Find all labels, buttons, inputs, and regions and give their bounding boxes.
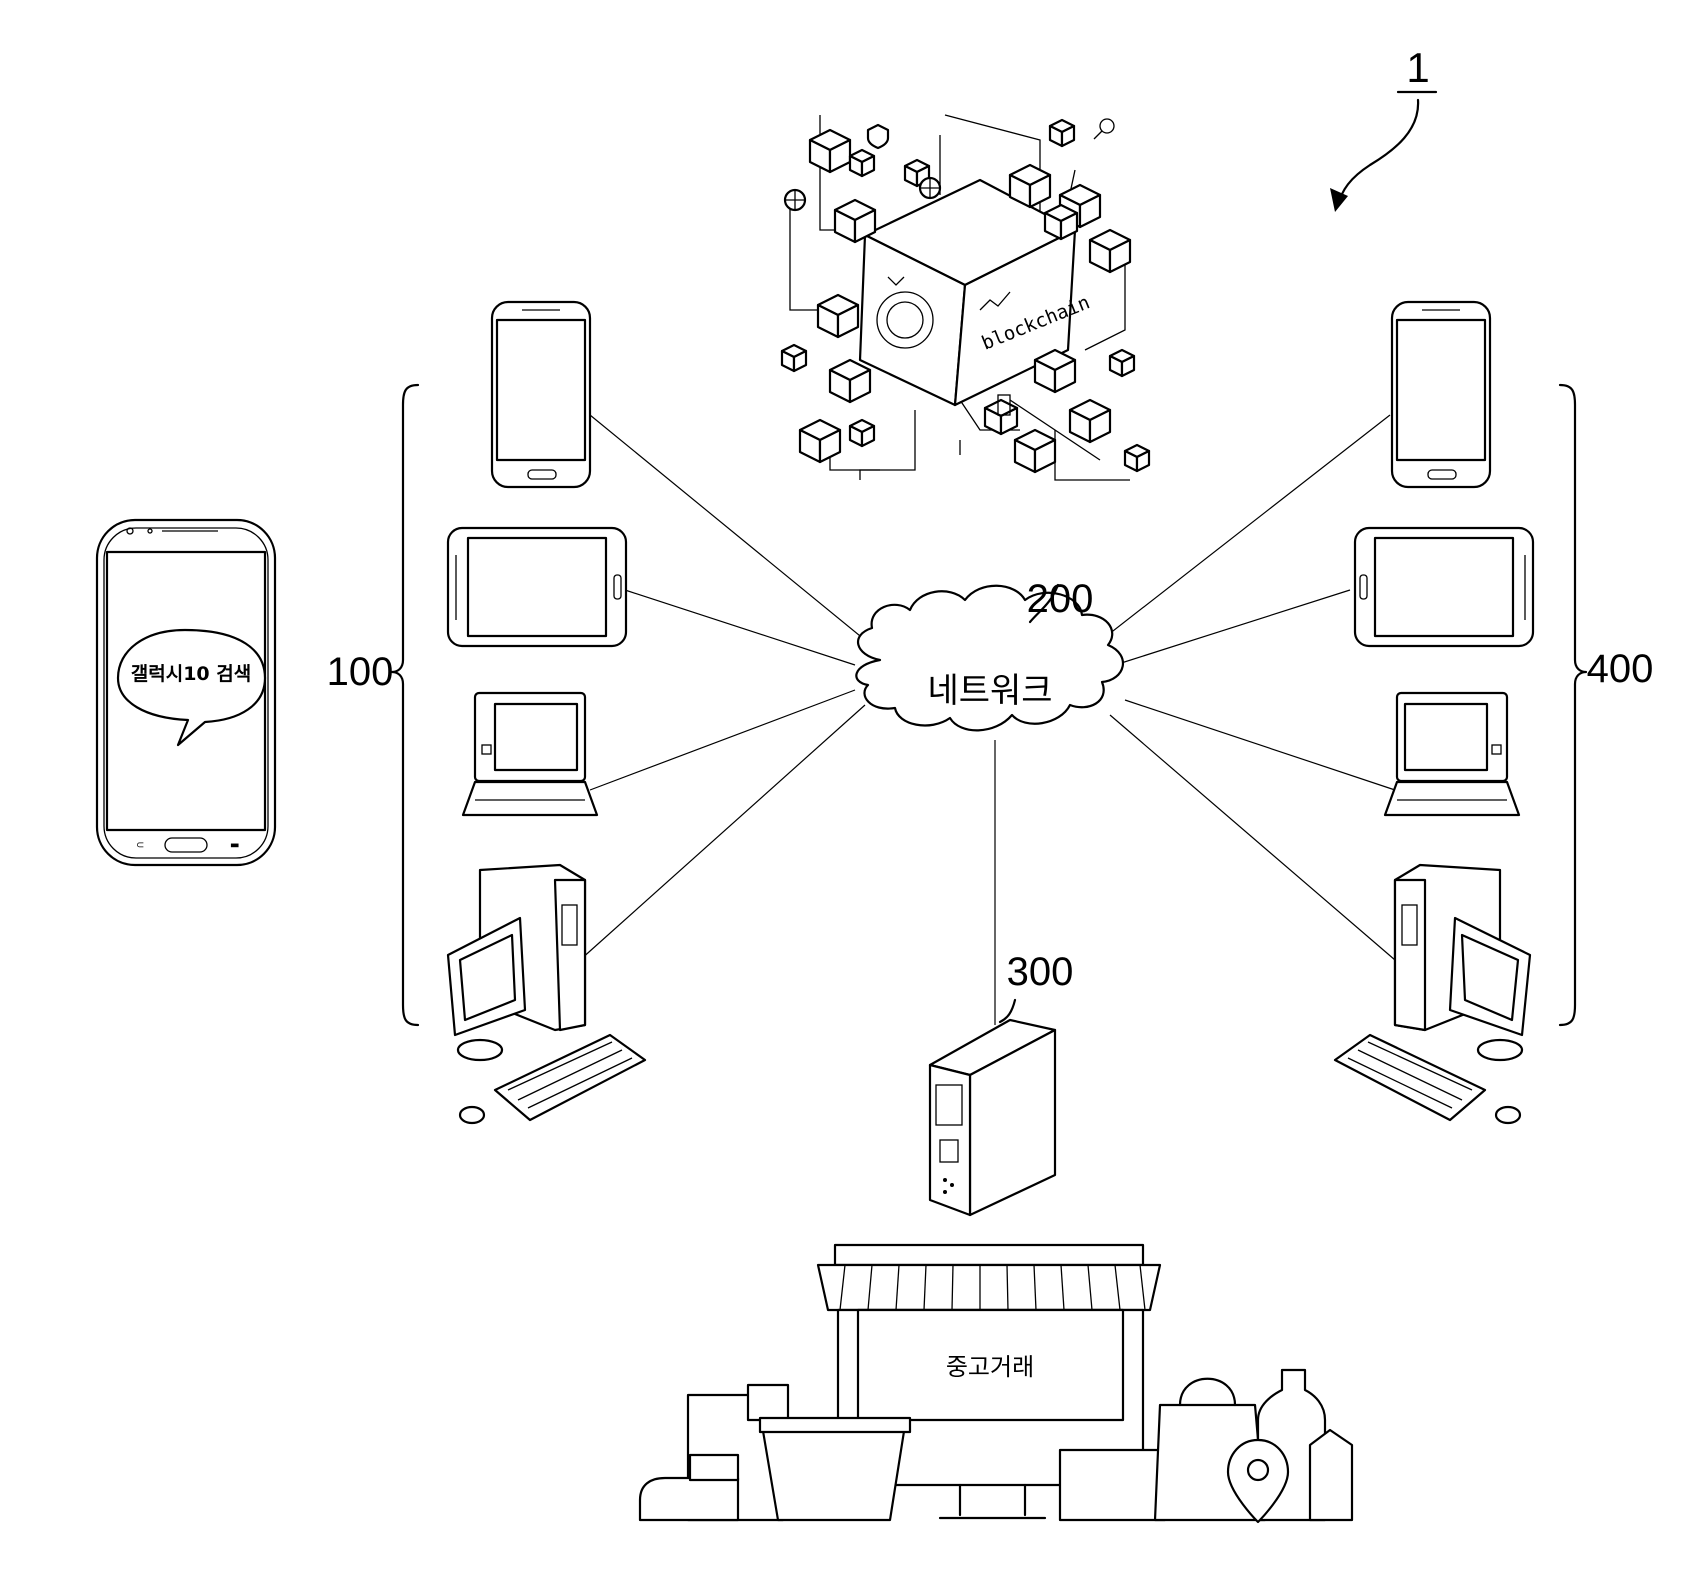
network-links — [579, 414, 1396, 1025]
server-reference-label: 300 — [1007, 950, 1074, 994]
user-laptop — [461, 691, 599, 817]
network-reference-label: 200 — [1027, 577, 1094, 621]
user-phone — [490, 300, 592, 489]
network-cloud: 네트워크 200 — [855, 577, 1125, 732]
store-sign-text: 중고거래 — [946, 1353, 1034, 1381]
seller-laptop — [1383, 691, 1521, 817]
magnifier-icon — [1099, 118, 1115, 134]
trade-server: 300 — [928, 950, 1074, 1217]
user-desktop — [446, 863, 647, 1125]
seller-terminals-label: 400 — [1587, 647, 1654, 691]
seller-phone — [1390, 300, 1492, 489]
user-terminal-group: 100 — [327, 383, 420, 1027]
seller-terminal-group: 400 — [1558, 383, 1654, 1027]
user-terminals-label: 100 — [327, 650, 394, 694]
back-icon: ⊂ — [136, 840, 144, 851]
user-tablet — [446, 526, 628, 648]
mobile-icon — [997, 394, 1011, 416]
shield-icon — [866, 123, 890, 150]
user-smartphone: ⊂ ▬ 갤럭시10 검색 — [95, 518, 277, 867]
network-label: 네트워크 — [927, 671, 1052, 711]
hourglass-icon — [887, 276, 905, 286]
figure-reference: 1 — [1330, 44, 1438, 212]
arrow-head-icon — [1330, 188, 1348, 212]
block-cubes — [780, 118, 1151, 474]
speech-bubble — [116, 628, 267, 747]
seller-tablet — [1353, 526, 1535, 648]
blockchain-illustration: blockchain — [780, 114, 1151, 481]
figure-number-label: 1 — [1406, 44, 1429, 91]
seller-desktop — [1333, 863, 1532, 1125]
menu-icon: ▬ — [230, 840, 239, 851]
secondhand-store: 중고거래 — [638, 1243, 1354, 1524]
speech-bubble-text: 갤럭시10 검색 — [131, 663, 251, 685]
